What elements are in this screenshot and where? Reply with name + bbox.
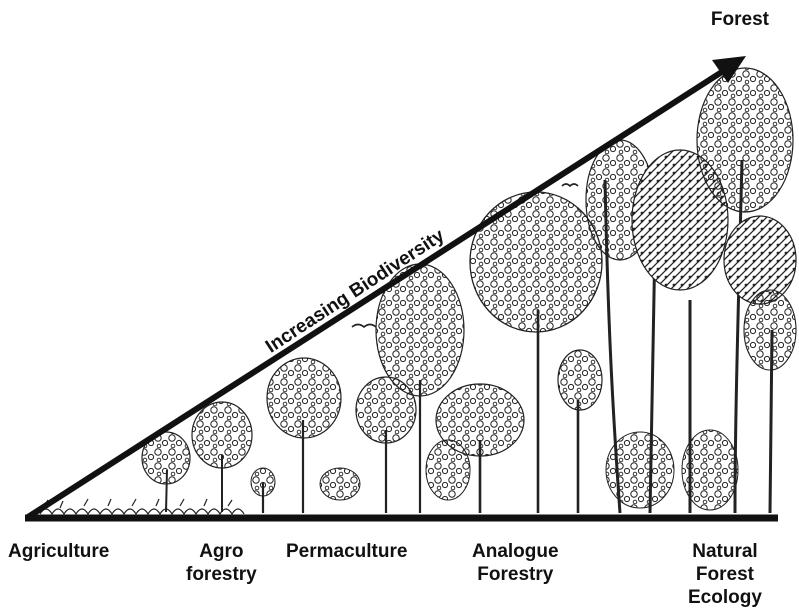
agroforestry-trees (142, 402, 252, 512)
stage-label-line: Agriculture (8, 540, 109, 563)
stage-label-line: Permaculture (286, 540, 407, 563)
crop-row (40, 499, 244, 514)
natural-forest-trees (586, 68, 796, 513)
stage-label-line: Natural (688, 540, 762, 563)
stage-label-agriculture: Agriculture (8, 540, 109, 563)
stage-label-line: Agro (186, 540, 257, 563)
stage-label-line: Analogue (472, 540, 559, 563)
stage-label-line: Forest (688, 563, 762, 586)
forest-label: Forest (711, 8, 769, 31)
stage-label-line: Forestry (472, 563, 559, 586)
stage-label-line: forestry (186, 563, 257, 586)
stage-label-agroforestry: Agro forestry (186, 540, 257, 586)
stage-label-permaculture: Permaculture (286, 540, 407, 563)
stage-label-line: Ecology (688, 586, 762, 609)
stage-label-analogue-forestry: Analogue Forestry (472, 540, 559, 586)
forest-label-text: Forest (711, 8, 769, 31)
stage-label-natural-forest-ecology: Natural Forest Ecology (688, 540, 762, 609)
